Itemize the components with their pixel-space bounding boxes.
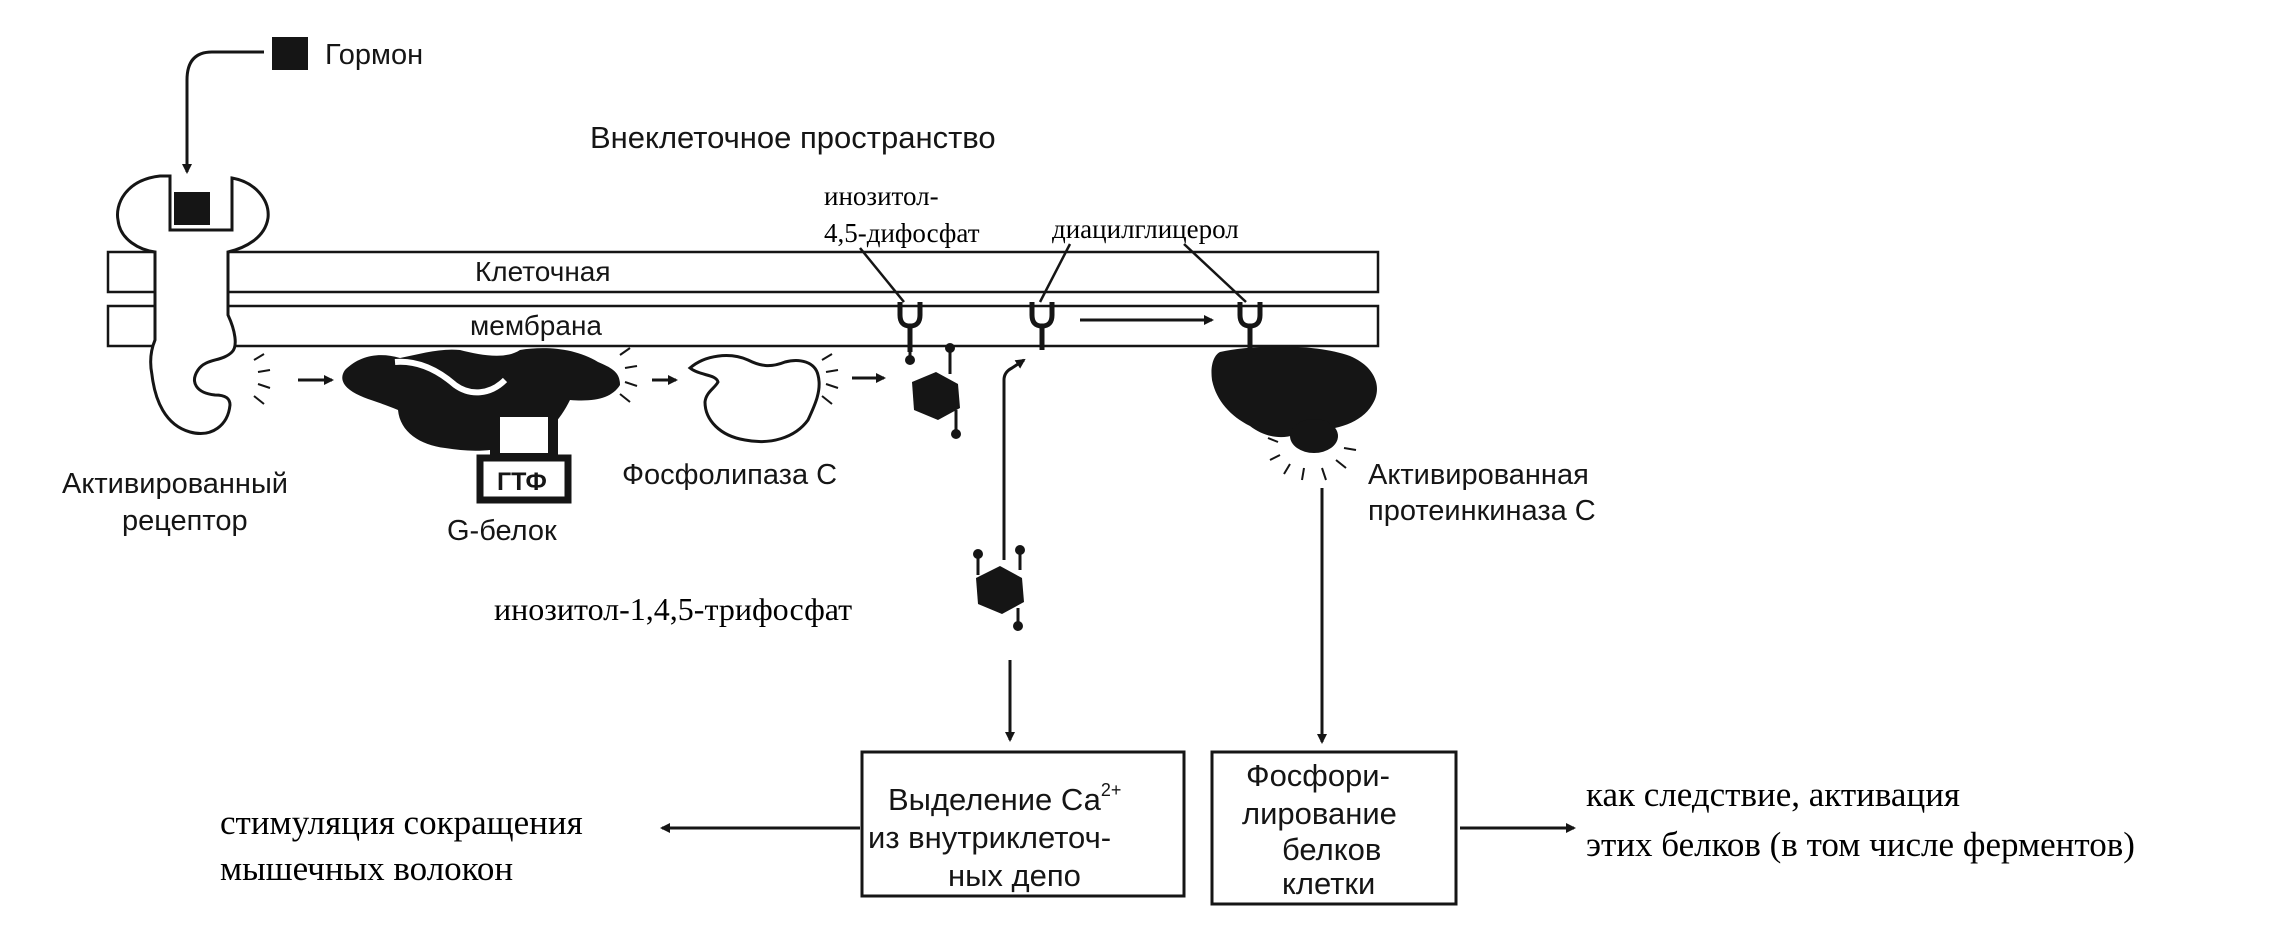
pip2-label-line1: инозитол-	[824, 181, 939, 211]
membrane-label-line2: мембрана	[470, 310, 602, 341]
dag-pointer-left	[1038, 243, 1072, 303]
calcium-box-line3: ных депо	[948, 858, 1081, 893]
activation-label-line2: этих белков (в том числе ферментов)	[1586, 825, 2135, 864]
lipid-anchor-icon	[897, 302, 923, 352]
calcium-box-line2: из внутриклеточ-	[868, 820, 1111, 855]
pip2-label-line2: 4,5-дифосфат	[824, 218, 980, 248]
activation-label-line1: как следствие, активация	[1586, 775, 1960, 814]
hormone-arrow	[182, 50, 264, 174]
phospholipase-shape	[687, 354, 821, 444]
muscle-label-line1: стимуляция сокращения	[220, 803, 583, 842]
gtp-box	[476, 454, 572, 504]
g-protein-highlight	[394, 358, 508, 396]
receptor-label-line1: Активированный	[62, 468, 288, 500]
hormone-label: Гормон	[325, 39, 423, 71]
bound-hormone-icon	[174, 192, 210, 225]
free-ip3-icon	[973, 545, 1025, 631]
membrane-inner-layer	[106, 304, 1380, 348]
phospholipase-label: Фосфолипаза С	[622, 459, 837, 491]
phosphorylation-line1: Фосфори-	[1246, 758, 1390, 793]
hormone-square-icon	[272, 37, 308, 70]
g-protein-shape	[342, 348, 620, 451]
kinase-label-line2: протеинкиназа С	[1368, 495, 1596, 527]
ip3-label: инозитол-1,4,5-трифосфат	[494, 591, 852, 627]
membrane-label-line1: Клеточная	[475, 256, 611, 287]
dag-anchor-icon	[1029, 302, 1055, 350]
muscle-label-line2: мышечных волокон	[220, 849, 513, 888]
kinase-c-subunit	[1290, 419, 1338, 453]
g-protein-label: G-белок	[447, 515, 557, 547]
dag-pointer-right	[1183, 243, 1247, 303]
phosphorylation-line4: клетки	[1282, 866, 1375, 901]
membrane-outer-layer	[106, 250, 1380, 294]
receptor-label-line2: рецептор	[122, 505, 248, 537]
plc-activation-spikes	[821, 353, 839, 405]
receptor-activation-spikes	[253, 353, 271, 405]
phosphorylation-box	[1210, 750, 1458, 906]
calcium-release-box	[860, 750, 1186, 898]
calcium-box-line1: Выделение Са2+	[888, 780, 1121, 817]
calcium-superscript: 2+	[1101, 780, 1122, 800]
phosphorylation-line3: белков	[1282, 832, 1381, 867]
ip3-release-arrow	[1002, 358, 1026, 560]
gprotein-activation-spikes	[619, 347, 638, 403]
kinase-activation-spikes	[1267, 437, 1357, 481]
kinase-c-shape	[1211, 346, 1377, 438]
kinase-label-line1: Активированная	[1368, 459, 1589, 491]
g-protein-stem	[490, 407, 558, 463]
receptor-shape	[116, 174, 270, 435]
dag-label: диацилглицерол	[1052, 214, 1239, 244]
gtp-label: ГТФ	[497, 468, 547, 496]
phosphorylation-line2: лирование	[1242, 796, 1397, 831]
pip2-pointer	[859, 247, 905, 303]
inositol-hexagon-icon	[905, 343, 961, 439]
extracellular-space-label: Внеклеточное пространство	[590, 120, 996, 155]
